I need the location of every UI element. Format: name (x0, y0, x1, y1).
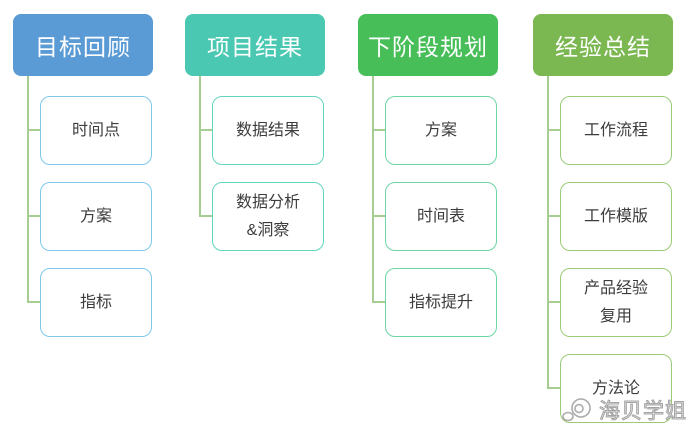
connector-line (372, 129, 386, 131)
node-label: 数据结果 (235, 121, 300, 139)
connector-line (547, 215, 561, 217)
branch-experience-summary: 经验总结 工作流程 工作模版 产品经验 复用 方法论 (533, 14, 673, 434)
shell-logo-icon (562, 398, 591, 422)
node-timeline[interactable]: 时间表 (385, 182, 497, 251)
node-metric-improvement[interactable]: 指标提升 (385, 268, 497, 337)
node-label: 指标提升 (408, 293, 473, 311)
node-label: 时间表 (416, 207, 465, 225)
node-product-experience-reuse[interactable]: 产品经验 复用 (560, 268, 672, 337)
branch-project-results: 项目结果 数据结果 数据分析 &洞察 (185, 14, 325, 434)
node-label: 工作模版 (583, 207, 648, 225)
connector-line (372, 301, 386, 303)
node-work-template[interactable]: 工作模版 (560, 182, 672, 251)
node-label: 指标 (79, 293, 112, 311)
connector-line (372, 76, 374, 303)
connector-line (547, 129, 561, 131)
branch-header-next-phase-plan[interactable]: 下阶段规划 (358, 14, 498, 76)
branch-header-project-results[interactable]: 项目结果 (185, 14, 325, 76)
node-label: 方案 (79, 207, 112, 225)
watermark: 海贝学姐 (561, 395, 687, 425)
branch-header-experience-summary[interactable]: 经验总结 (533, 14, 673, 76)
node-data-results[interactable]: 数据结果 (212, 96, 324, 165)
connector-line (199, 76, 201, 217)
node-label: 数据分析 &洞察 (235, 193, 300, 239)
connector-line (27, 215, 41, 217)
node-label: 工作流程 (583, 121, 648, 139)
node-label: 产品经验 复用 (583, 279, 648, 325)
connector-line (199, 215, 213, 217)
connector-line (27, 129, 41, 131)
node-label: 时间点 (71, 121, 120, 139)
node-data-analysis-insights[interactable]: 数据分析 &洞察 (212, 182, 324, 251)
connector-line (27, 76, 29, 303)
branch-header-goal-review[interactable]: 目标回顾 (13, 14, 153, 76)
connector-line (547, 387, 561, 389)
connector-line (199, 129, 213, 131)
node-plan[interactable]: 方案 (385, 96, 497, 165)
connector-line (372, 215, 386, 217)
connector-line (27, 301, 41, 303)
connector-line (547, 301, 561, 303)
branch-next-phase-plan: 下阶段规划 方案 时间表 指标提升 (358, 14, 498, 434)
node-label: 方法论 (591, 379, 640, 397)
node-plan[interactable]: 方案 (40, 182, 152, 251)
node-label: 方案 (424, 121, 457, 139)
node-work-process[interactable]: 工作流程 (560, 96, 672, 165)
watermark-text: 海贝学姐 (599, 400, 687, 424)
branch-goal-review: 目标回顾 时间点 方案 指标 (13, 14, 153, 434)
node-time-point[interactable]: 时间点 (40, 96, 152, 165)
node-metrics[interactable]: 指标 (40, 268, 152, 337)
connector-line (547, 76, 549, 389)
